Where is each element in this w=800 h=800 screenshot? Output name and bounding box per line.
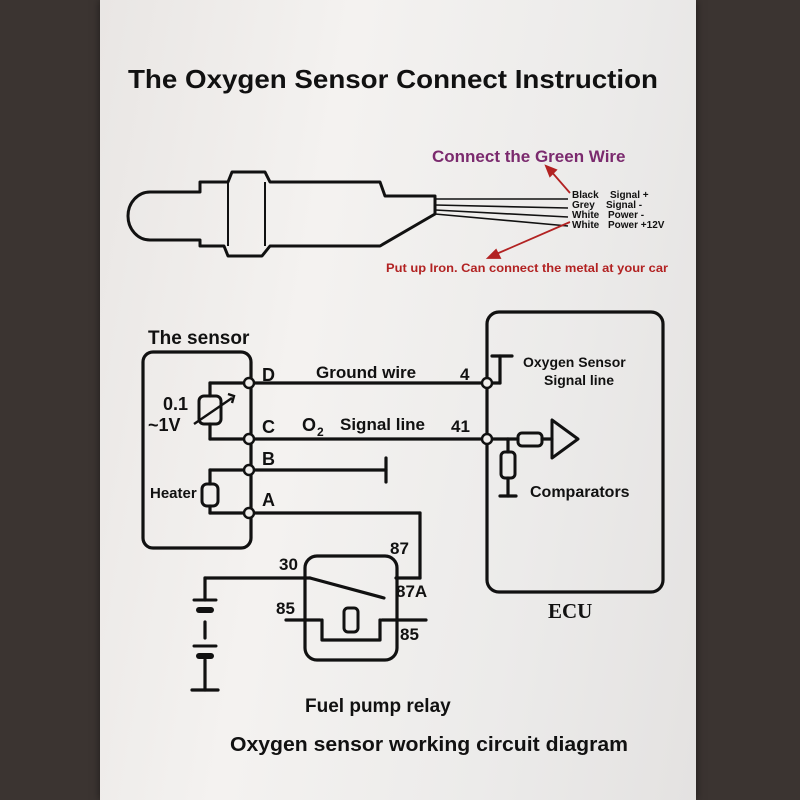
- ecu-resistor: [499, 450, 517, 480]
- pin-a-label: A: [262, 490, 275, 510]
- diagram-caption: Oxygen sensor working circuit diagram: [230, 734, 628, 756]
- page-title: The Oxygen Sensor Connect Instruction: [128, 64, 658, 94]
- ecu-pin-4-label: 4: [460, 365, 470, 384]
- comparator-symbol: [550, 418, 580, 460]
- ecu-o2-line1: Oxygen Sensor: [523, 354, 626, 370]
- wire-3-function: Power -: [608, 210, 644, 221]
- pin-d-label: D: [262, 365, 275, 385]
- wire-2-function: Signal -: [606, 200, 642, 211]
- o2-label-o: O: [302, 415, 316, 435]
- relay-box: [303, 554, 399, 662]
- green-wire-arrow: [485, 164, 571, 259]
- relay-pin-87: 87: [390, 539, 409, 558]
- wire-4-color: White: [572, 220, 600, 231]
- relay-pin-30: 30: [279, 555, 298, 574]
- oxygen-sensor-element: [193, 392, 236, 426]
- heater-element: [200, 482, 220, 508]
- sensor-wires: [434, 198, 569, 227]
- signal-line-label: Signal line: [340, 415, 425, 434]
- ecu-label: ECU: [548, 599, 592, 623]
- relay-pin-87a: 87A: [396, 582, 427, 601]
- sensor-title: The sensor: [148, 328, 250, 349]
- sensor-drawing: [126, 170, 437, 258]
- pin-b-label: B: [262, 449, 275, 469]
- ecu-box: [485, 310, 665, 594]
- wire-1-function: Signal +: [610, 190, 649, 201]
- wire-2-color: Grey: [572, 200, 595, 211]
- iron-note: Put up Iron. Can connect the metal at yo…: [386, 261, 668, 275]
- wire-3-color: White: [572, 210, 600, 221]
- heater-label: Heater: [150, 485, 197, 502]
- relay-name: Fuel pump relay: [305, 696, 451, 717]
- junction-points: [242, 376, 494, 520]
- ecu-o2-line2: Signal line: [544, 372, 614, 388]
- o2-label-subscript: 2: [317, 425, 324, 439]
- sensor-voltage-line1: 0.1: [163, 394, 188, 414]
- comparators-label: Comparators: [530, 484, 630, 501]
- sensor-voltage-line2: ~1V: [148, 415, 181, 435]
- pin-c-label: C: [262, 417, 275, 437]
- relay-coil: [342, 606, 360, 634]
- ecu-input-resistor: [516, 431, 544, 448]
- relay-pin-85-right: 85: [400, 625, 419, 644]
- wire-1-color: Black: [572, 190, 599, 201]
- wire-4-function: Power +12V: [608, 220, 665, 231]
- battery-symbol: [192, 598, 218, 659]
- ground-wire-label: Ground wire: [316, 363, 416, 382]
- circuit-wiring: [141, 310, 665, 692]
- wire-legend: Black Signal + Grey Signal - White Power…: [572, 190, 665, 231]
- relay-pin-85-left: 85: [276, 599, 295, 618]
- connect-green-wire-note: Connect the Green Wire: [432, 147, 626, 166]
- sensor-box: [141, 350, 253, 550]
- ecu-pin-41-label: 41: [451, 417, 470, 436]
